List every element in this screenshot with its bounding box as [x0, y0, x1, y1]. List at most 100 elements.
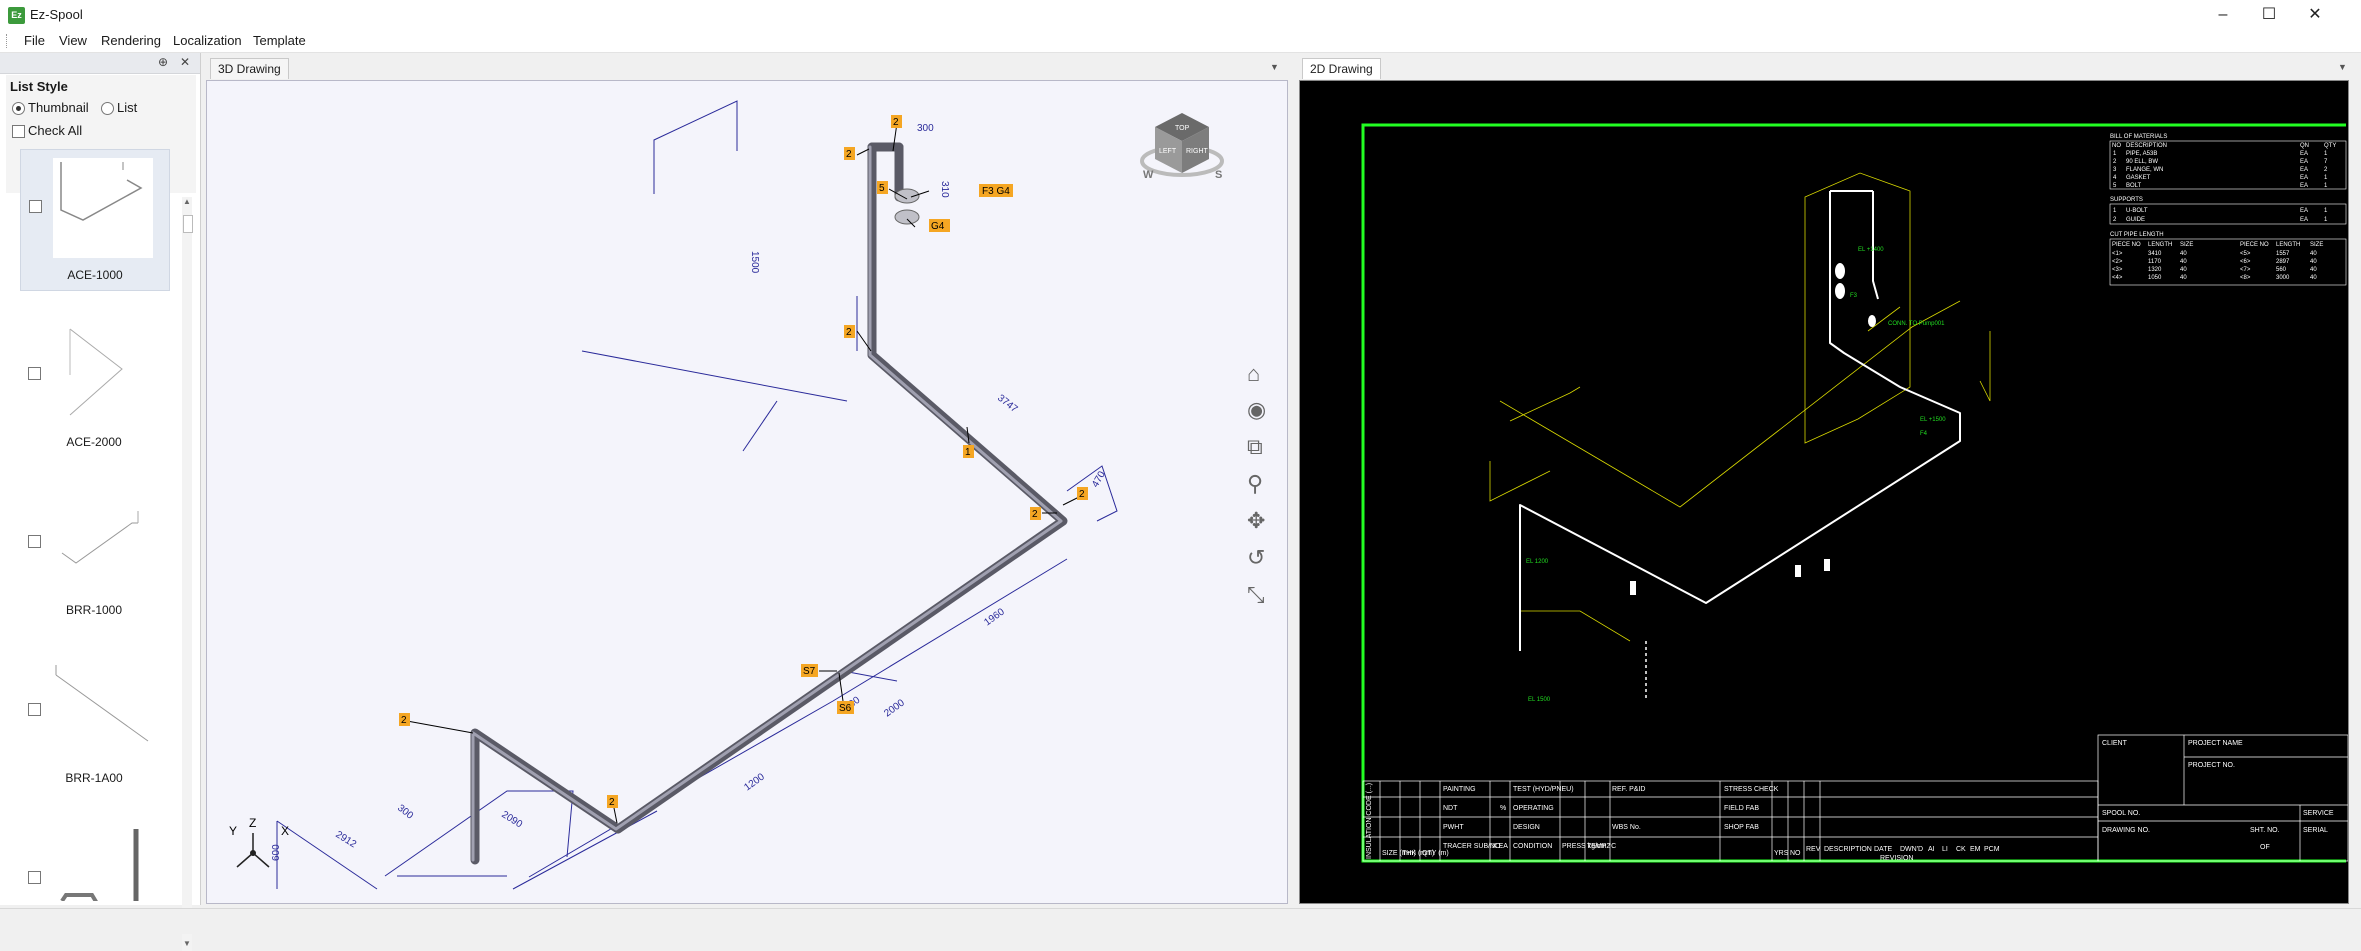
menu-rendering[interactable]: Rendering	[101, 33, 161, 48]
maximize-button[interactable]: ☐	[2261, 6, 2277, 23]
3d-model-canvas[interactable]: 3747 1960 2000 1200 2090 2912 1500 300 6…	[207, 81, 1287, 903]
spool-thumbnail-image	[52, 325, 152, 425]
zoom-window-icon[interactable]: ⧉	[1247, 434, 1263, 459]
item-checkbox[interactable]	[28, 367, 41, 380]
thumbnail-item[interactable]: BRR-1000	[20, 485, 168, 625]
svg-text:<3>: <3>	[2112, 267, 2123, 273]
callout: EL 1200	[1526, 559, 1549, 565]
tag-label: 2	[846, 149, 852, 160]
title-block-text: CLIENT PROJECT NAME PROJECT NO. SPOOL NO…	[1366, 740, 2334, 862]
item-checkbox[interactable]	[28, 703, 41, 716]
pcm-label: PCM	[1984, 846, 2000, 853]
svg-text:EA: EA	[2300, 217, 2308, 223]
fittings-2d	[1630, 263, 1876, 595]
menu-file[interactable]: File	[24, 33, 45, 48]
thumbnail-item[interactable]: BRR-1A00	[20, 653, 168, 793]
tag-box	[1030, 507, 1041, 520]
tag-box	[979, 184, 1013, 197]
svg-text:EA: EA	[2300, 175, 2308, 181]
svg-text:40: 40	[2180, 275, 2187, 281]
scroll-down-icon[interactable]: ▼	[183, 939, 191, 948]
svg-text:FLANGE, WN: FLANGE, WN	[2126, 167, 2163, 173]
zoom-icon[interactable]: ⚲	[1247, 471, 1263, 496]
menu-view[interactable]: View	[59, 33, 87, 48]
tab-3d-drawing[interactable]: 3D Drawing	[210, 58, 289, 79]
list-radio[interactable]	[101, 102, 114, 115]
rotate-icon[interactable]: ↺	[1247, 545, 1265, 570]
home-icon[interactable]: ⌂	[1247, 361, 1260, 386]
thumbnail-item[interactable]: ACE-1000	[20, 149, 170, 291]
menu-template[interactable]: Template	[253, 33, 306, 48]
svg-text:1: 1	[2113, 151, 2117, 157]
axis-x-label: X	[281, 824, 289, 838]
pan-icon[interactable]: ✥	[1247, 508, 1265, 533]
view-icon[interactable]: ◉	[1247, 397, 1266, 422]
thumbnail-radio-label[interactable]: Thumbnail	[28, 100, 89, 115]
tab-dropdown-icon[interactable]: ▼	[2338, 62, 2347, 72]
tag-label: S6	[839, 703, 852, 714]
thumbnail-item[interactable]: ACE-2000	[20, 317, 168, 457]
svg-text:SIZE: SIZE	[2180, 242, 2193, 248]
yrs-label: YRS	[1774, 850, 1789, 857]
check-all-checkbox[interactable]	[12, 125, 25, 138]
svg-text:90 ELL, BW: 90 ELL, BW	[2126, 159, 2158, 165]
support-symbol	[1630, 581, 1636, 595]
view-cube[interactable]: TOP LEFT RIGHT W S	[1140, 113, 1224, 181]
item-checkbox[interactable]	[28, 871, 41, 884]
project-name-label: PROJECT NAME	[2188, 740, 2243, 747]
flange-symbol	[1835, 283, 1845, 299]
thumbnail-scrollbar[interactable]: ▲ ▼	[182, 197, 193, 951]
check-all-label[interactable]: Check All	[28, 123, 83, 138]
item-checkbox[interactable]	[28, 535, 41, 548]
axis-y-label: Y	[229, 824, 237, 838]
view-cube-right	[1182, 127, 1209, 173]
x-ea-label: X EA	[1492, 843, 1508, 850]
svg-text:40: 40	[2310, 251, 2317, 257]
app-logo-icon: Ez	[8, 7, 25, 24]
thumbnail-label: BRR-1000	[65, 603, 123, 617]
stress-check-label: STRESS CHECK	[1724, 786, 1779, 793]
svg-text:40: 40	[2310, 259, 2317, 265]
close-button[interactable]: ✕	[2308, 6, 2322, 23]
svg-text:40: 40	[2180, 267, 2187, 273]
tag-box	[963, 445, 974, 458]
tab-dropdown-icon[interactable]: ▼	[1270, 62, 1279, 72]
menu-grip	[6, 34, 10, 48]
dimension-labels: 3747 1960 2000 1200 2090 2912 1500 300 6…	[271, 123, 1108, 861]
minimize-button[interactable]: –	[2218, 6, 2228, 23]
tab-2d-drawing[interactable]: 2D Drawing	[1302, 58, 1381, 79]
svg-text:PIECE NO: PIECE NO	[2240, 242, 2269, 248]
svg-text:<8>: <8>	[2240, 275, 2251, 281]
tag-box	[844, 325, 855, 338]
panel-close-icon[interactable]: ✕	[180, 55, 191, 69]
design-label: DESIGN	[1513, 824, 1540, 831]
dimension-label: 3747	[995, 393, 1020, 416]
spool-no-label: SPOOL NO.	[2102, 810, 2140, 817]
pin-icon[interactable]: ⊕	[158, 55, 169, 69]
view-cube-top-label: TOP	[1175, 125, 1190, 132]
thumbnail-item[interactable]	[20, 821, 168, 901]
thumbnail-radio[interactable]	[12, 102, 25, 115]
spool-thumbnail-image	[52, 661, 152, 761]
3d-drawing-viewport[interactable]: 3747 1960 2000 1200 2090 2912 1500 300 6…	[206, 80, 1288, 904]
spool-thumbnail-image	[52, 829, 152, 901]
drawing-no-label: DRAWING NO.	[2102, 827, 2150, 834]
tag-label: 2	[1032, 509, 1038, 520]
callout: EL +1500	[1920, 417, 1946, 423]
svg-text:40: 40	[2310, 267, 2317, 273]
fit-icon[interactable]: ⤡	[1247, 582, 1265, 607]
svg-text:3410: 3410	[2148, 251, 2162, 257]
scroll-thumb[interactable]	[183, 215, 193, 233]
wbs-no-label: WBS No.	[1612, 824, 1641, 831]
scroll-up-icon[interactable]: ▲	[183, 197, 191, 206]
list-radio-label[interactable]: List	[117, 100, 138, 115]
spool-thumbnail-image	[53, 158, 153, 258]
menu-localization[interactable]: Localization	[173, 33, 242, 48]
thumbnail-label: ACE-1000	[67, 268, 123, 282]
description-label: DESCRIPTION	[1824, 846, 1872, 853]
item-checkbox[interactable]	[29, 200, 42, 213]
revision-label: REVISION	[1880, 855, 1913, 862]
